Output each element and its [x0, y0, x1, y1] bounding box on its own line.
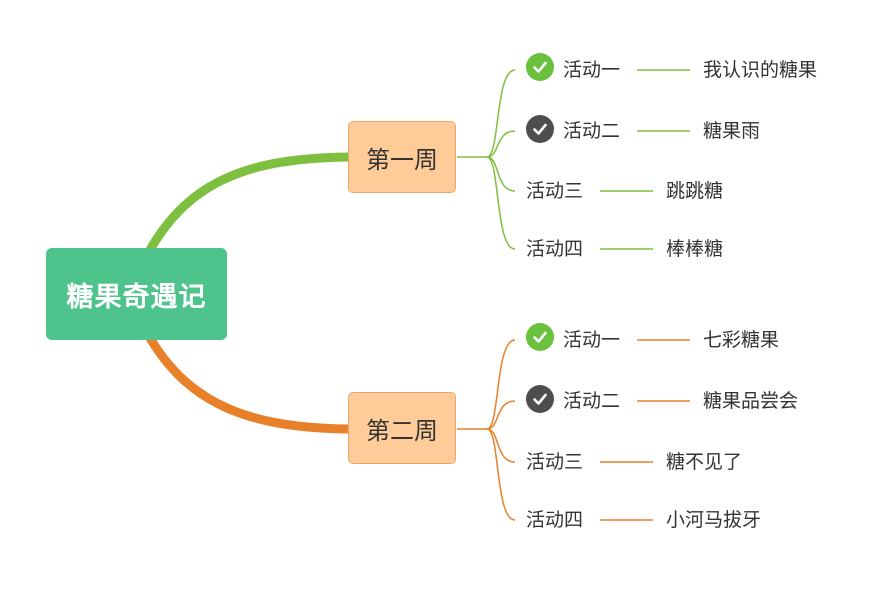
- week2-node[interactable]: 第二周: [348, 392, 456, 464]
- check-pending-icon: [526, 115, 554, 143]
- week2-activity2-topic[interactable]: 糖果品尝会: [703, 390, 799, 412]
- week2-activity2-name[interactable]: 活动二: [563, 390, 621, 412]
- root-title: 糖果奇遇记: [66, 281, 207, 313]
- week1-activity2-topic[interactable]: 糖果雨: [703, 120, 761, 142]
- check-done-icon: [526, 53, 554, 81]
- week1-activity4-name[interactable]: 活动四: [526, 238, 584, 260]
- week1-node[interactable]: 第一周: [348, 121, 456, 193]
- week1-activity3-topic[interactable]: 跳跳糖: [666, 180, 724, 202]
- root-node[interactable]: 糖果奇遇记: [46, 248, 227, 340]
- week2-activity4-topic[interactable]: 小河马拔牙: [666, 509, 762, 531]
- check-pending-icon: [526, 385, 554, 413]
- week1-activity4-topic[interactable]: 棒棒糖: [666, 238, 724, 260]
- week1-main-branch: [145, 152, 355, 255]
- week1-activity1-topic[interactable]: 我认识的糖果: [703, 59, 818, 81]
- week2-main-branch: [145, 333, 355, 434]
- week2-title: 第二周: [366, 416, 438, 445]
- week1-activity2-name[interactable]: 活动二: [563, 120, 621, 142]
- week2-activity4-name[interactable]: 活动四: [526, 509, 584, 531]
- week1-title: 第一周: [366, 145, 438, 174]
- week1-activity1-name[interactable]: 活动一: [563, 59, 621, 81]
- week1-sub-branches: [457, 69, 690, 250]
- week2-activity1-name[interactable]: 活动一: [563, 329, 621, 351]
- week2-sub-branches: [457, 339, 690, 521]
- week2-activity1-topic[interactable]: 七彩糖果: [703, 329, 780, 351]
- week2-activity3-topic[interactable]: 糖不见了: [666, 451, 743, 473]
- week2-activity3-name[interactable]: 活动三: [526, 451, 584, 473]
- check-done-icon: [526, 323, 554, 351]
- week1-activity3-name[interactable]: 活动三: [526, 180, 584, 202]
